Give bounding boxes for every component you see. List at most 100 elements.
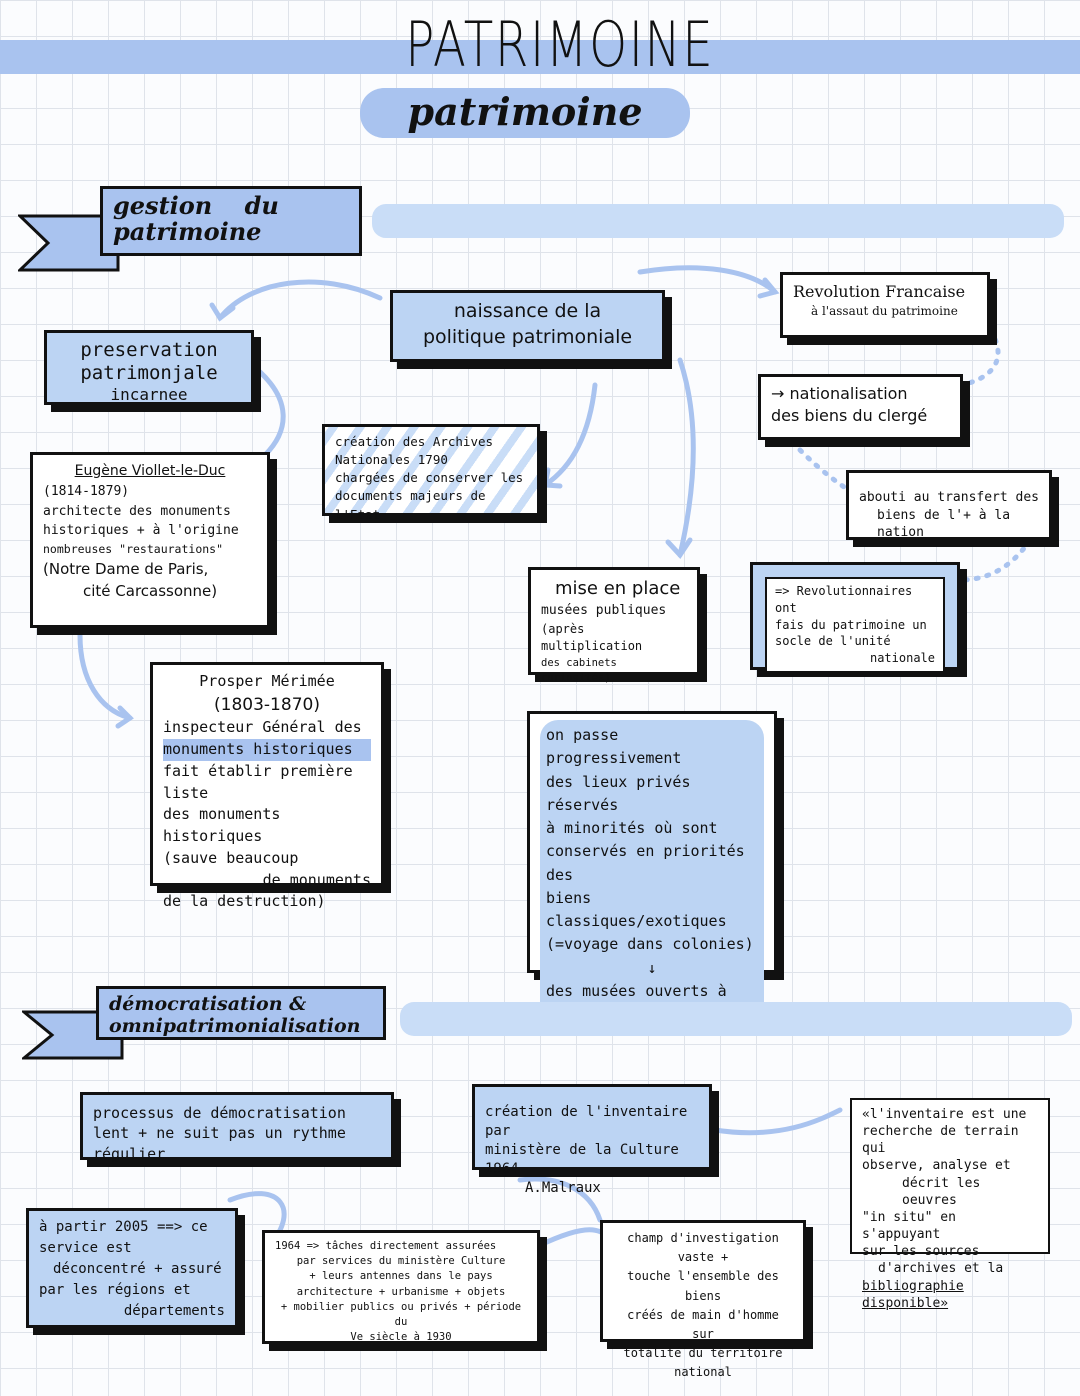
section-ribbon-democratisation: démocratisation & omnipatrimonialisation bbox=[22, 986, 392, 1066]
progressif-box: on passe progressivement des lieux privé… bbox=[527, 711, 777, 1031]
progressif-line6: (=voyage dans colonies) bbox=[546, 935, 754, 954]
champ-line4: totalité du territoire bbox=[623, 1346, 783, 1361]
viollet-line4: (Notre Dame de Paris, bbox=[43, 559, 209, 578]
apartir2005-line5: départements bbox=[123, 1303, 225, 1319]
inventaire-line3: A.Malraux bbox=[525, 1179, 601, 1196]
revolution-box: Revolution Francaise à l'assaut du patri… bbox=[780, 272, 990, 338]
naissance-line2: politique patrimoniale bbox=[422, 325, 633, 348]
merimee-line7: de la destruction) bbox=[163, 892, 326, 911]
champ-line2: touche l'ensemble des biens bbox=[627, 1269, 779, 1303]
progressif-line2: des lieux privés réservés bbox=[546, 772, 691, 814]
viollet-line5: cité Carcassonne) bbox=[83, 582, 218, 601]
merimee-dates: (1803-1870) bbox=[214, 694, 320, 715]
transfert-line1: abouti au transfert des bbox=[859, 490, 1040, 505]
inventaire-def-line6: sur les sources bbox=[862, 1244, 980, 1260]
taches1964-line3: + leurs antennes dans le pays bbox=[309, 1270, 493, 1283]
progressif-line3: à minorités où sont bbox=[546, 819, 718, 837]
page-subtitle: patrimoine bbox=[360, 88, 690, 138]
taches1964-line2: par services du ministère Culture bbox=[296, 1255, 506, 1268]
preservation-box: preservation patrimonjale incarnee bbox=[44, 330, 254, 405]
taches1964-line4: architecture + urbanisme + objets bbox=[296, 1285, 506, 1298]
taches1964-line6: Ve siècle à 1930 bbox=[350, 1331, 452, 1344]
archives-line3: chargées de conserver les bbox=[335, 470, 524, 486]
champ-line5: national bbox=[674, 1365, 732, 1380]
section2-title-line2: omnipatrimonialisation bbox=[109, 1015, 361, 1037]
section-divider-2 bbox=[400, 1002, 1072, 1036]
taches1964-box: 1964 => tâches directement assurées par … bbox=[262, 1230, 540, 1344]
revolution-line2: à l'assaut du patrimoine bbox=[811, 303, 958, 318]
apartir2005-line2: service est bbox=[39, 1240, 132, 1256]
viollet-line2: historiques + à l'origine bbox=[43, 523, 239, 538]
nationalisation-box: → nationalisation des biens du clergé bbox=[758, 374, 963, 440]
inventaire-def-line5: "in situ" en s'appuyant bbox=[862, 1209, 956, 1243]
section-title-line1: gestion bbox=[113, 191, 213, 220]
revolutionnaires-line1: => Revolutionnaires ont bbox=[775, 584, 913, 615]
musees-line1: mise en place bbox=[555, 578, 681, 599]
inventaire-def-line2: recherche de terrain qui bbox=[862, 1124, 1019, 1157]
viollet-dates: (1814-1879) bbox=[43, 484, 130, 499]
preservation-line2: patrimonjale bbox=[80, 361, 218, 384]
progressif-line5: biens classiques/exotiques bbox=[546, 888, 727, 930]
section-title-line2: du patrimoine bbox=[113, 191, 279, 246]
merimee-line3: fait établir première liste bbox=[163, 761, 353, 802]
viollet-box: Eugène Viollet-le-Duc (1814-1879) archit… bbox=[30, 452, 270, 628]
section-ribbon-gestion: gestion du patrimoine bbox=[18, 186, 368, 281]
musees-box: mise en place musées publiques (après mu… bbox=[528, 567, 700, 684]
section2-title-line1: démocratisation & bbox=[109, 993, 307, 1015]
revolutionnaires-line3: socle de l'unité bbox=[775, 634, 891, 649]
merimee-line2: monuments historiques bbox=[163, 739, 371, 761]
nationalisation-line2: des biens du clergé bbox=[771, 405, 928, 425]
progressif-line1: on passe progressivement bbox=[546, 726, 682, 768]
revolution-line1: Revolution Francaise bbox=[793, 282, 966, 301]
apartir2005-line1: à partir 2005 ==> ce bbox=[39, 1219, 208, 1235]
musees-line4: des cabinets curiosités) bbox=[541, 656, 617, 684]
apartir2005-box: à partir 2005 ==> ce service est déconce… bbox=[26, 1208, 238, 1328]
archives-box: création des Archives Nationales 1790 ch… bbox=[322, 424, 540, 522]
viollet-line3: nombreuses "restaurations" bbox=[43, 541, 224, 556]
inventaire-def-line1: «l'inventaire est une bbox=[862, 1107, 1027, 1122]
inventaire-line1: création de l'inventaire par bbox=[485, 1104, 688, 1139]
transfert-line2: biens de l'+ à la nation bbox=[877, 507, 1011, 541]
archives-line1: création des Archives bbox=[335, 434, 494, 449]
merimee-line1: inspecteur Général des bbox=[163, 718, 362, 737]
top-band bbox=[0, 40, 1080, 74]
archives-line4: documents majeurs de l'Etat bbox=[335, 488, 486, 522]
transfert-box: abouti au transfert des biens de l'+ à l… bbox=[846, 470, 1052, 540]
naissance-box: naissance de la politique patrimoniale bbox=[390, 290, 665, 362]
merimee-line5: (sauve beaucoup bbox=[163, 848, 299, 867]
champ-box: champ d'investigation vaste + touche l'e… bbox=[600, 1220, 806, 1379]
taches1964-line1: 1964 => tâches directement assurées bbox=[275, 1240, 497, 1252]
viollet-name: Eugène Viollet-le-Duc bbox=[74, 463, 226, 479]
archives-line2: Nationales 1790 bbox=[335, 452, 448, 468]
preservation-line3: incarnee bbox=[110, 384, 188, 404]
apartir2005-line3: déconcentré + assuré bbox=[53, 1261, 222, 1277]
musees-line3: (après multiplication bbox=[541, 621, 643, 654]
inventaire-def-line7: d'archives et la bbox=[878, 1261, 1004, 1277]
processus-box: processus de démocratisation lent + ne s… bbox=[80, 1092, 394, 1163]
inventaire-def-box: «l'inventaire est une recherche de terra… bbox=[850, 1098, 1050, 1311]
apartir2005-line4: par les régions et bbox=[39, 1282, 191, 1298]
champ-line1: champ d'investigation vaste + bbox=[627, 1231, 779, 1265]
naissance-line1: naissance de la bbox=[453, 300, 602, 322]
champ-line3: créés de main d'homme sur bbox=[627, 1307, 779, 1341]
inventaire-def-line4: décrit les oeuvres bbox=[902, 1175, 981, 1208]
nationalisation-line1: → nationalisation bbox=[771, 384, 908, 403]
revolutionnaires-line4: nationale bbox=[869, 651, 935, 666]
inventaire-def-line8: bibliographie disponible» bbox=[862, 1278, 964, 1311]
taches1964-line5: + mobilier publics ou privés + période d… bbox=[280, 1300, 522, 1329]
musees-line2: musées publiques bbox=[541, 603, 667, 619]
inventaire-box: création de l'inventaire par ministère d… bbox=[472, 1084, 712, 1196]
progressif-line4: conservés en priorités des bbox=[546, 842, 745, 884]
viollet-line1: architecte des monuments bbox=[43, 503, 231, 519]
section-divider-1 bbox=[372, 204, 1064, 238]
preservation-line1: preservation bbox=[80, 339, 218, 361]
inventaire-line2: ministère de la Culture 1964 bbox=[485, 1141, 679, 1177]
processus-line2: lent + ne suit pas un rythme régulier bbox=[93, 1124, 346, 1163]
revolutionnaires-box: => Revolutionnaires ont fais du patrimoi… bbox=[750, 562, 960, 673]
progressif-arrow: ↓ bbox=[647, 958, 657, 977]
merimee-line4: des monuments historiques bbox=[163, 805, 281, 846]
merimee-line6: de monuments bbox=[262, 870, 371, 889]
merimee-box: Prosper Mérimée (1803-1870) inspecteur G… bbox=[150, 662, 384, 910]
processus-line1: processus de démocratisation bbox=[93, 1104, 346, 1122]
inventaire-def-line3: observe, analyse et bbox=[862, 1158, 1011, 1174]
